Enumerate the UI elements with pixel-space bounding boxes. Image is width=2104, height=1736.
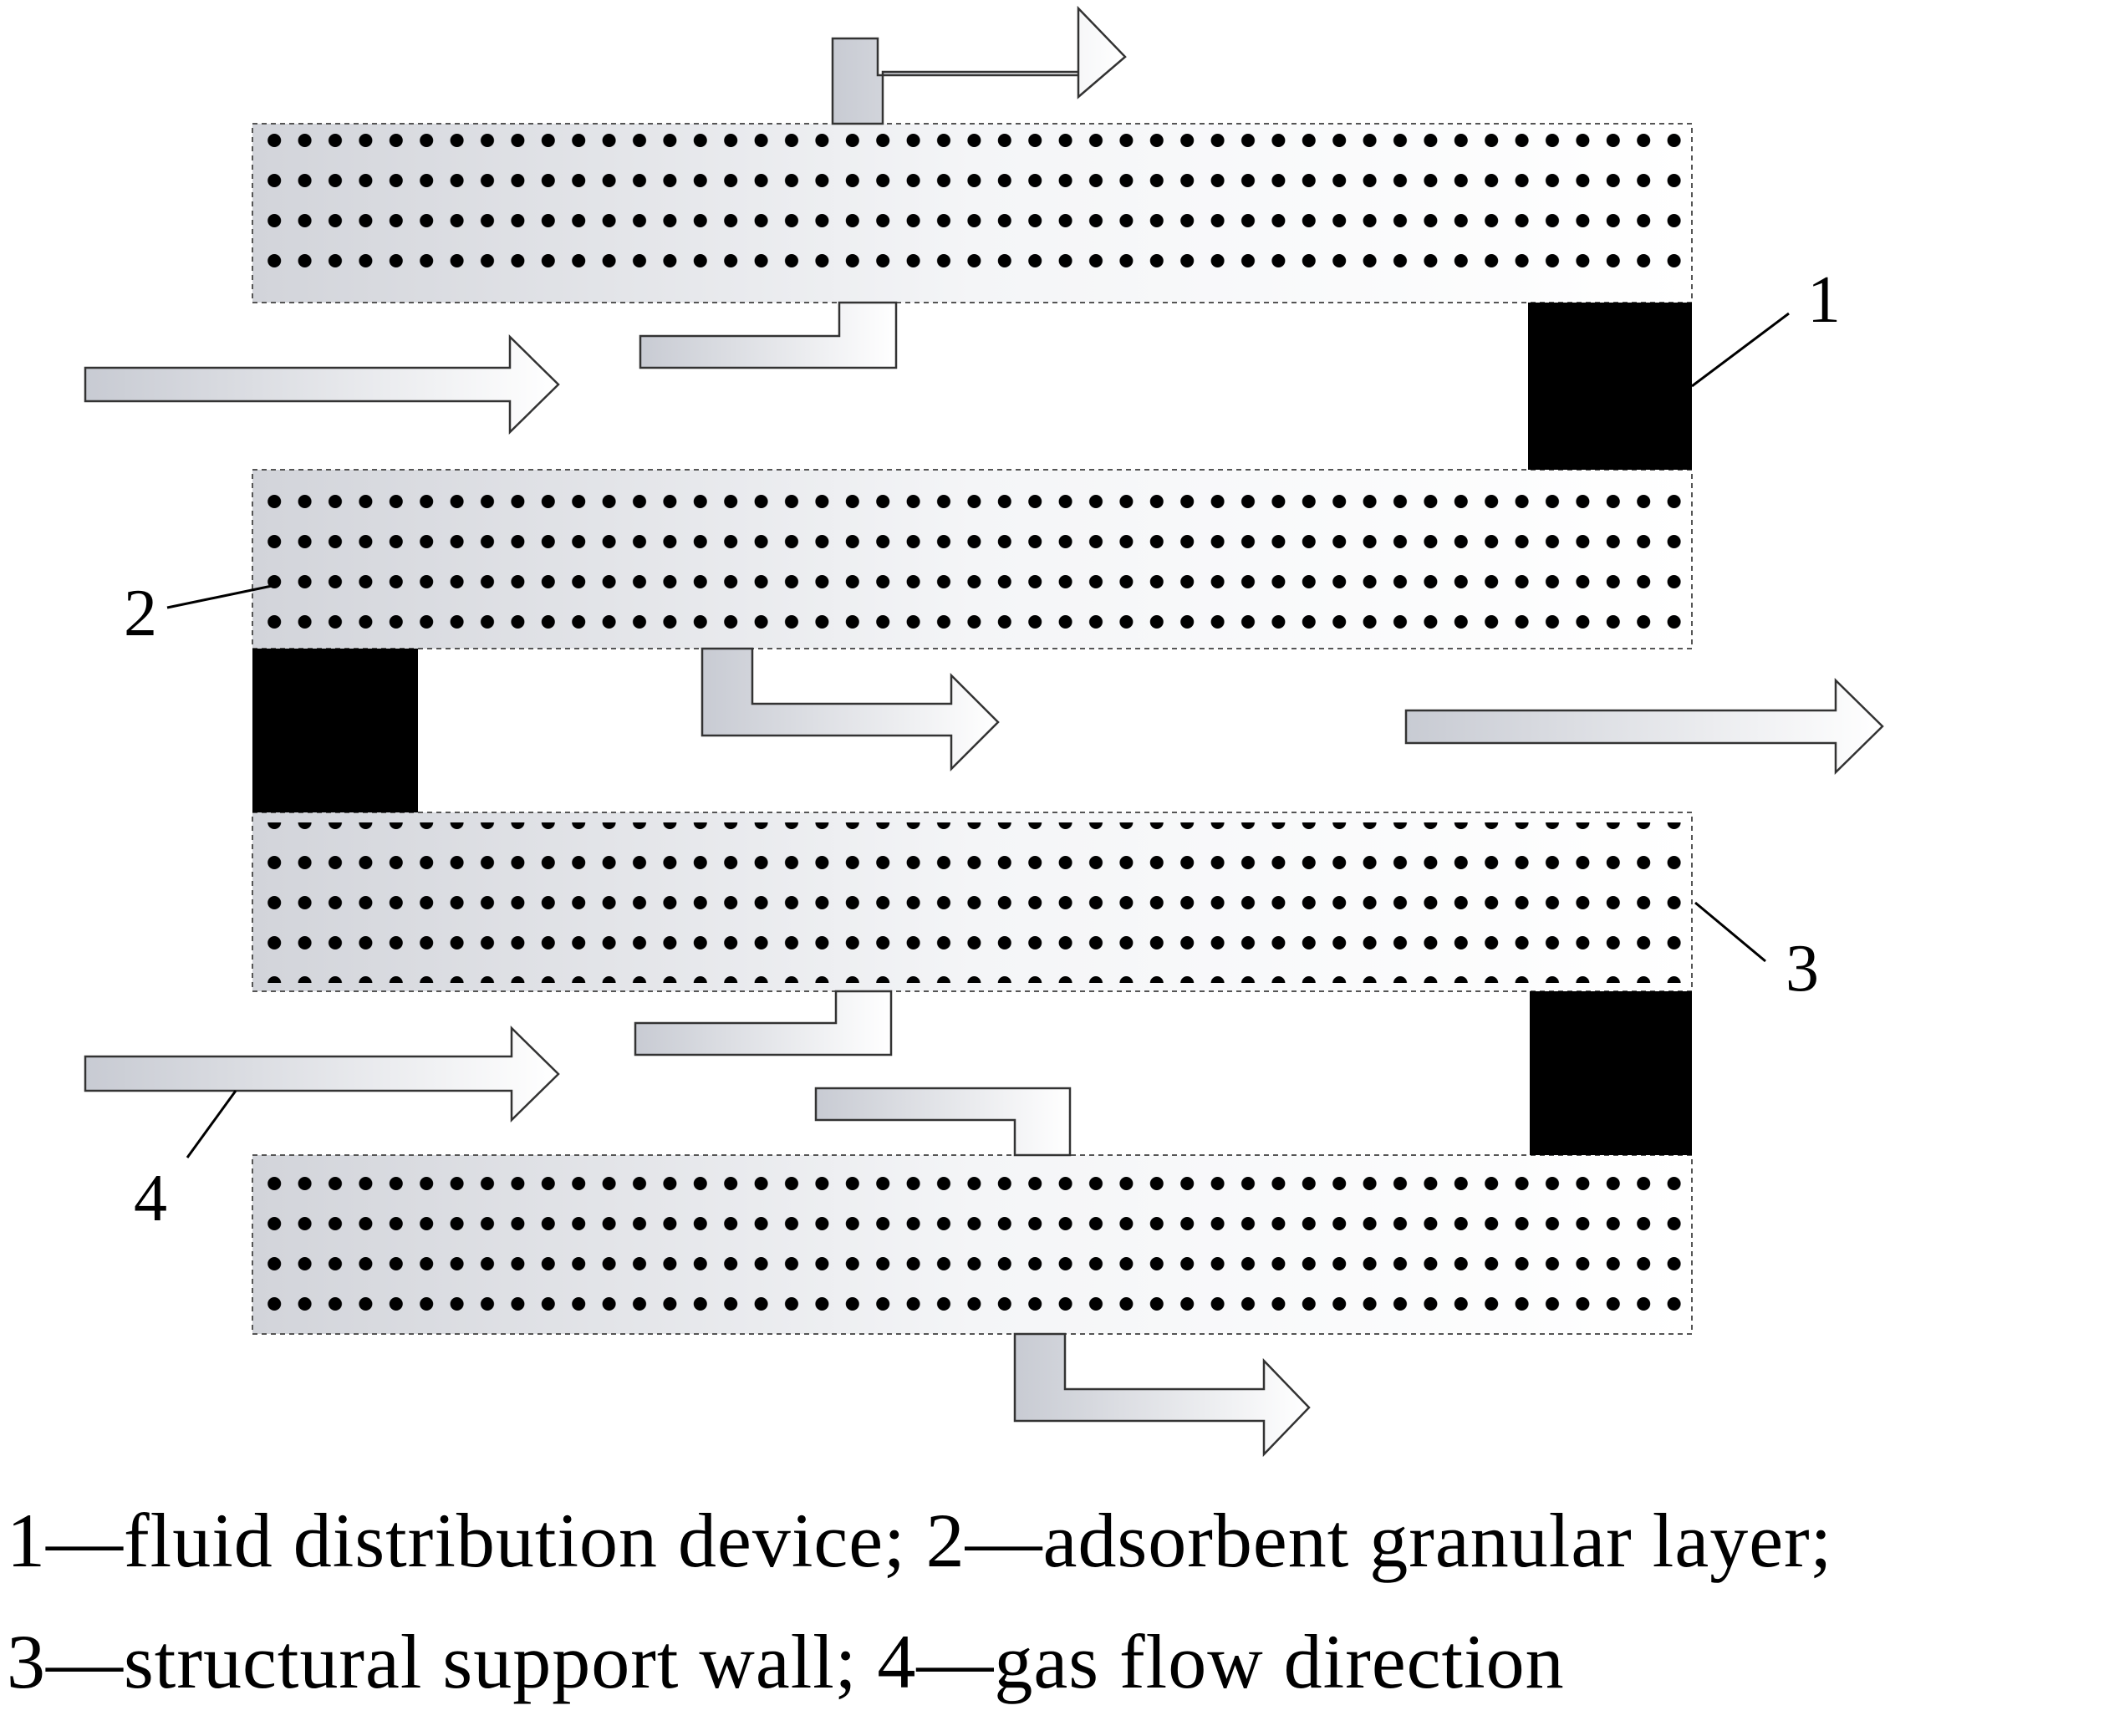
label-4: 4 [134, 1162, 167, 1235]
caption-line-1: 1—fluid distribution device; 2—adsorbent… [7, 1498, 1833, 1583]
label-1: 1 [1807, 263, 1841, 337]
flow-guide-lower-a [634, 990, 893, 1056]
leader-line-1 [1691, 312, 1790, 388]
adsorbent-layer-4 [252, 1154, 1693, 1335]
flow-guide-lower-b [814, 1087, 1072, 1157]
bent-flow-arrow-top-exit [831, 5, 1127, 125]
fluid-distribution-block-3 [1530, 991, 1692, 1155]
gas-flow-arrow-outlet-middle [1404, 678, 1884, 775]
label-2: 2 [124, 577, 157, 650]
caption-line-2: 3—structural support wall; 4—gas flow di… [7, 1619, 1565, 1704]
adsorber-flow-diagram: 1 2 3 4 [84, 5, 1884, 1458]
bent-flow-arrow-middle-exit [700, 647, 1000, 772]
adsorbent-layer-3 [252, 812, 1693, 992]
label-3: 3 [1786, 932, 1819, 1005]
adsorbent-layer-1 [252, 123, 1693, 303]
adsorbent-layer-2 [252, 469, 1693, 649]
fluid-distribution-block-2 [252, 649, 418, 812]
fluid-distribution-block-1 [1528, 303, 1692, 470]
bent-flow-arrow-bottom-exit [1013, 1332, 1311, 1458]
leader-line-3 [1694, 901, 1766, 963]
gas-flow-arrow-inlet-top [84, 334, 560, 435]
gas-flow-arrow-inlet-bottom [84, 1026, 560, 1123]
leader-line-2 [166, 583, 277, 609]
leader-line-4 [186, 1090, 237, 1158]
flow-guide-upper [639, 301, 898, 369]
